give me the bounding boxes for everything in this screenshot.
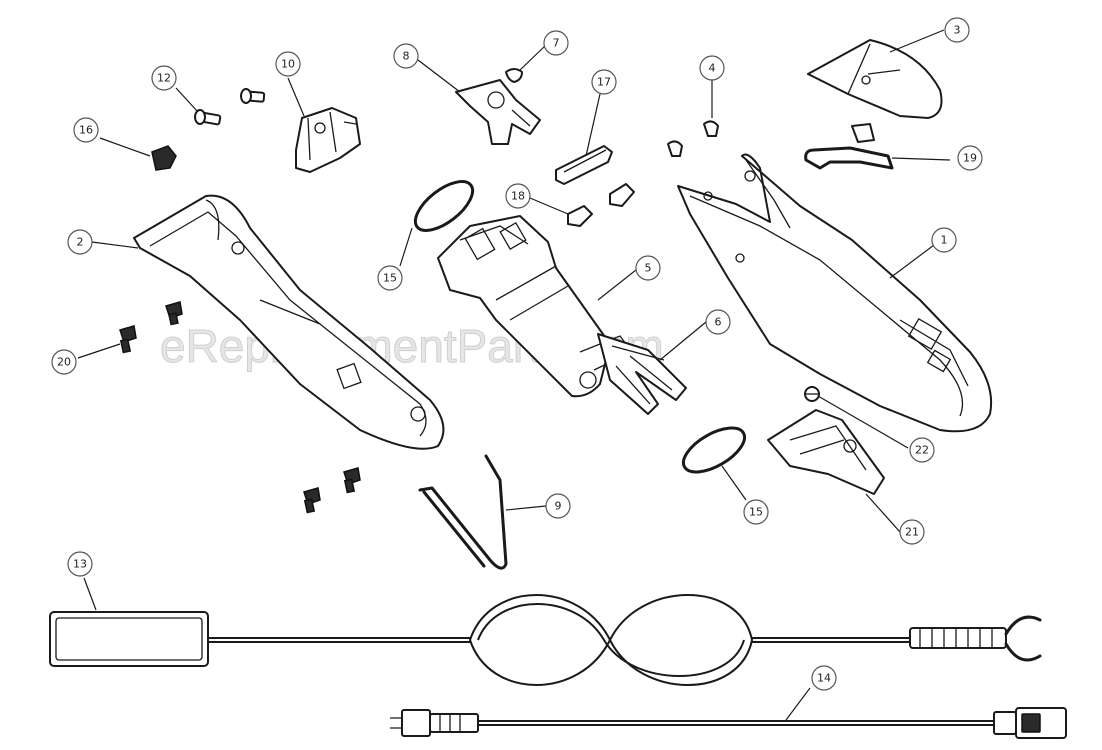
callout-7: 7 <box>543 30 569 56</box>
part-screw-lower-b <box>343 467 361 494</box>
part-screw-12b <box>240 88 266 104</box>
svg-text:12: 12 <box>157 72 171 85</box>
callout-16: 16 <box>73 117 99 143</box>
part-o-ring-15b <box>681 426 747 474</box>
callout-12: 12 <box>151 65 177 91</box>
part-o-ring-15a <box>413 180 475 232</box>
callout-3: 3 <box>944 17 970 43</box>
svg-text:2: 2 <box>77 236 84 249</box>
callout-14: 14 <box>811 665 837 691</box>
svg-text:3: 3 <box>954 24 961 37</box>
part-screw-22 <box>804 386 820 402</box>
svg-text:6: 6 <box>715 316 722 329</box>
part-upper-housing <box>677 153 993 433</box>
part-bar-17 <box>555 145 613 185</box>
callout-13: 13 <box>67 551 93 577</box>
part-blade-assembly <box>597 333 687 415</box>
svg-text:9: 9 <box>555 500 562 513</box>
callout-6: 6 <box>705 309 731 335</box>
svg-text:1: 1 <box>941 234 948 247</box>
part-block-18b <box>609 183 635 207</box>
callout-19: 19 <box>957 145 983 171</box>
svg-text:22: 22 <box>915 444 929 457</box>
part-power-adapter-13 <box>49 594 1042 686</box>
callout-2: 2 <box>67 229 93 255</box>
callout-5: 5 <box>635 255 661 281</box>
svg-text:15: 15 <box>749 506 763 519</box>
svg-text:18: 18 <box>511 190 525 203</box>
svg-text:17: 17 <box>597 76 611 89</box>
callout-18: 18 <box>505 183 531 209</box>
part-pin-4b <box>667 140 683 157</box>
callout-9: 9 <box>545 493 571 519</box>
part-power-cord-14 <box>390 707 1067 739</box>
callout-17: 17 <box>591 69 617 95</box>
part-spring-clip-19 <box>804 123 894 170</box>
svg-text:13: 13 <box>73 558 87 571</box>
part-screw-20 <box>119 325 137 354</box>
svg-text:15: 15 <box>383 272 397 285</box>
callout-15b: 15 <box>743 499 769 525</box>
callout-20: 20 <box>51 349 77 375</box>
part-switch-bracket <box>295 107 361 173</box>
callout-4: 4 <box>699 55 725 81</box>
svg-text:14: 14 <box>817 672 831 685</box>
svg-text:7: 7 <box>553 37 560 50</box>
part-block-18a <box>567 205 593 227</box>
part-screw-20b <box>165 301 183 326</box>
part-linkage <box>455 79 541 145</box>
part-clip <box>505 68 523 83</box>
callout-8: 8 <box>393 43 419 69</box>
svg-text:5: 5 <box>645 262 652 275</box>
callout-22: 22 <box>909 437 935 463</box>
part-top-cap <box>807 39 943 119</box>
callout-15a: 15 <box>377 265 403 291</box>
svg-text:20: 20 <box>57 356 71 369</box>
leader-lines <box>77 29 951 721</box>
svg-text:16: 16 <box>79 124 93 137</box>
svg-text:21: 21 <box>905 526 919 539</box>
part-screw-lower-a <box>303 487 321 514</box>
svg-text:4: 4 <box>709 62 716 75</box>
svg-text:19: 19 <box>963 152 977 165</box>
svg-text:8: 8 <box>403 50 410 63</box>
part-wire-hanger-9 <box>418 454 508 570</box>
svg-text:10: 10 <box>281 58 295 71</box>
part-bottom-plate-21 <box>767 409 885 495</box>
part-lower-housing <box>133 194 445 450</box>
callout-10: 10 <box>275 51 301 77</box>
part-button-16 <box>151 145 177 171</box>
callout-21: 21 <box>899 519 925 545</box>
callout-1: 1 <box>931 227 957 253</box>
part-screw-12 <box>194 109 222 126</box>
part-pin-4 <box>703 120 719 137</box>
part-motor-assembly <box>437 215 633 398</box>
